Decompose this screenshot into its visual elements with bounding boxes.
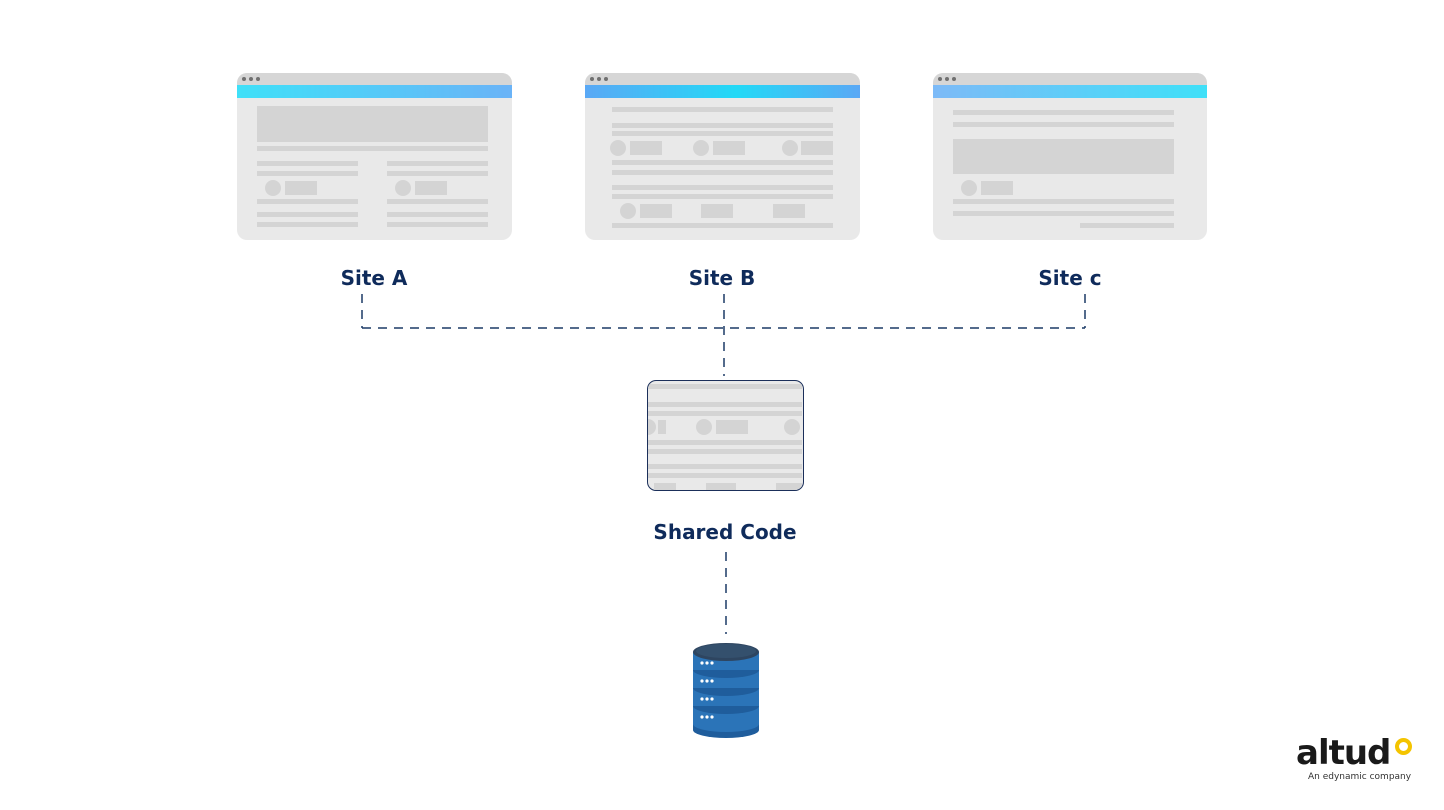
site-b-label: Site B — [688, 266, 756, 290]
site-c-mockup — [933, 73, 1207, 240]
shared-code-label: Shared Code — [653, 520, 797, 544]
altudo-logo: altud An edynamic company — [1296, 734, 1426, 790]
browser-chrome — [933, 73, 1207, 85]
site-b-mockup — [585, 73, 860, 240]
logo-ring-icon — [1395, 738, 1412, 755]
header-bar — [585, 85, 860, 98]
browser-chrome — [237, 73, 512, 85]
logo-wordmark: altud — [1296, 733, 1391, 773]
header-bar — [933, 85, 1207, 98]
header-bar — [237, 85, 512, 98]
logo-tagline: An edynamic company — [1308, 772, 1412, 782]
site-a-mockup — [237, 73, 512, 240]
site-a-label: Site A — [340, 266, 408, 290]
browser-chrome — [585, 73, 860, 85]
shared-code-mockup — [647, 380, 804, 491]
site-c-label: Site c — [1038, 266, 1102, 290]
